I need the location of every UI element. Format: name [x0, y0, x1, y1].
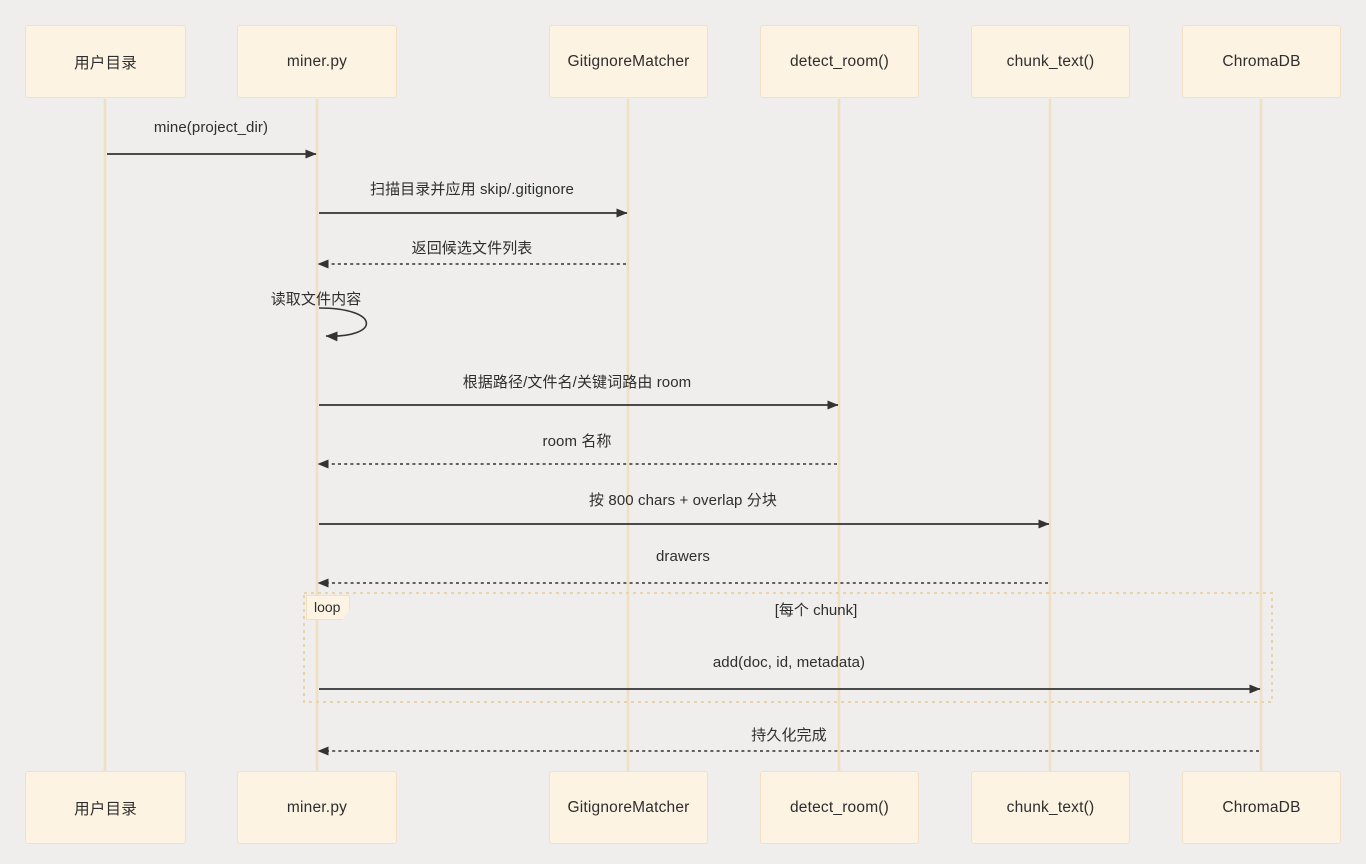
participant-box-bottom-1[interactable]: miner.py: [237, 771, 397, 844]
participant-box-bottom-3[interactable]: detect_room(): [760, 771, 919, 844]
participant-label: miner.py: [286, 52, 348, 70]
participant-label: ChromaDB: [1222, 798, 1301, 816]
participant-label: GitignoreMatcher: [567, 798, 690, 816]
loop-fragment-box: [303, 592, 1273, 703]
message-arrow-3: [318, 307, 368, 342]
loop-fragment-outline: [303, 592, 1273, 703]
participant-label: detect_room(): [789, 52, 890, 70]
messages-group: [107, 149, 1261, 756]
participant-box-bottom-4[interactable]: chunk_text(): [971, 771, 1130, 844]
participant-box-top-3[interactable]: detect_room(): [760, 25, 919, 98]
participant-box-bottom-0[interactable]: 用户目录: [25, 771, 186, 844]
participant-label: chunk_text(): [1006, 52, 1095, 70]
participant-label: miner.py: [286, 798, 348, 816]
participant-box-bottom-5[interactable]: ChromaDB: [1182, 771, 1341, 844]
participant-label: GitignoreMatcher: [567, 52, 690, 70]
participant-label: 用户目录: [74, 800, 137, 818]
participant-label: chunk_text(): [1006, 798, 1095, 816]
lifelines-group: [103, 99, 1263, 772]
participant-box-top-5[interactable]: ChromaDB: [1182, 25, 1341, 98]
participant-label: detect_room(): [789, 798, 890, 816]
participant-box-bottom-2[interactable]: GitignoreMatcher: [549, 771, 708, 844]
participant-box-top-2[interactable]: GitignoreMatcher: [549, 25, 708, 98]
participant-box-top-4[interactable]: chunk_text(): [971, 25, 1130, 98]
participant-label: 用户目录: [74, 54, 137, 72]
participant-box-top-1[interactable]: miner.py: [237, 25, 397, 98]
participant-label: ChromaDB: [1222, 52, 1301, 70]
participant-box-top-0[interactable]: 用户目录: [25, 25, 186, 98]
